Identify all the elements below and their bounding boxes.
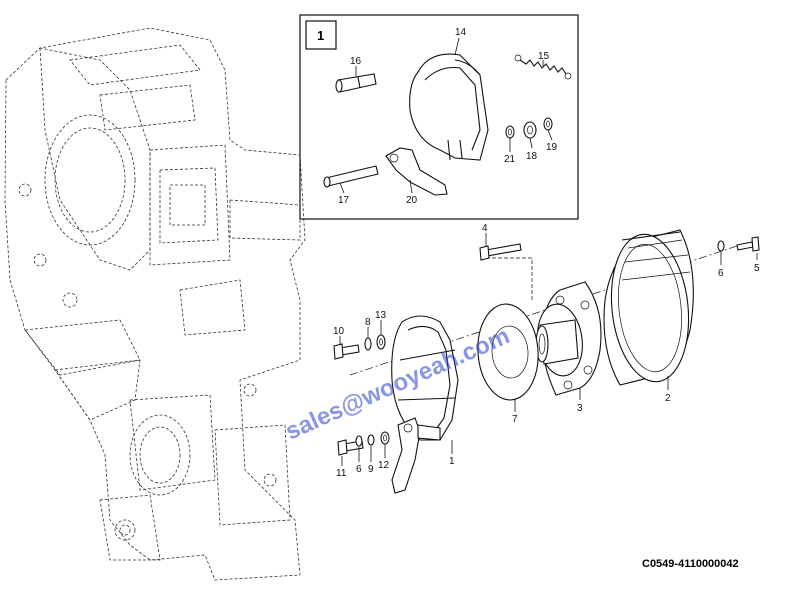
inset-tag-box <box>305 20 337 50</box>
bolt-4 <box>479 243 522 261</box>
label-2: 2 <box>665 393 671 404</box>
ring-12 <box>380 431 390 445</box>
brake-shoe-assembly <box>391 315 459 494</box>
bolt-11 <box>337 439 364 456</box>
transmission-housing <box>4 27 306 581</box>
pin-long-detail <box>323 165 379 188</box>
label-7: 7 <box>512 414 518 425</box>
label-5: 5 <box>754 263 760 274</box>
label-6-lower: 6 <box>356 464 362 475</box>
label-10: 10 <box>333 326 345 337</box>
label-14: 14 <box>455 27 467 38</box>
label-16: 16 <box>350 56 362 67</box>
washer-6-lower <box>355 435 363 447</box>
pin-detail <box>335 73 377 93</box>
label-17: 17 <box>338 195 350 206</box>
diagram-code: C0549-4110000042 <box>642 558 739 570</box>
brake-shoe-detail <box>409 53 489 161</box>
washer-9 <box>367 434 375 446</box>
label-11: 11 <box>336 468 347 479</box>
brake-drum <box>603 229 694 386</box>
ring-13 <box>376 334 386 350</box>
lever-detail <box>385 147 448 196</box>
washer-8 <box>364 337 372 351</box>
inset-tag: 1 <box>317 28 324 43</box>
brake-hub <box>535 281 602 396</box>
label-4: 4 <box>482 223 488 234</box>
label-19: 19 <box>546 142 558 153</box>
label-1: 1 <box>449 456 455 467</box>
label-3: 3 <box>577 403 583 414</box>
label-9: 9 <box>368 464 374 475</box>
spring-detail <box>514 54 572 80</box>
washer-set-detail <box>505 117 553 139</box>
bolt-5 <box>736 236 760 252</box>
label-13: 13 <box>375 310 387 321</box>
label-6-upper: 6 <box>718 268 724 279</box>
label-18: 18 <box>526 151 538 162</box>
bolt-10 <box>333 343 360 360</box>
label-21: 21 <box>504 154 516 165</box>
dust-shield <box>477 303 539 401</box>
label-12: 12 <box>378 460 390 471</box>
inset-detail-box: 1 <box>299 14 579 220</box>
label-8: 8 <box>365 317 371 328</box>
label-15: 15 <box>538 51 550 62</box>
label-20: 20 <box>406 195 418 206</box>
washer-6-upper <box>717 240 725 252</box>
